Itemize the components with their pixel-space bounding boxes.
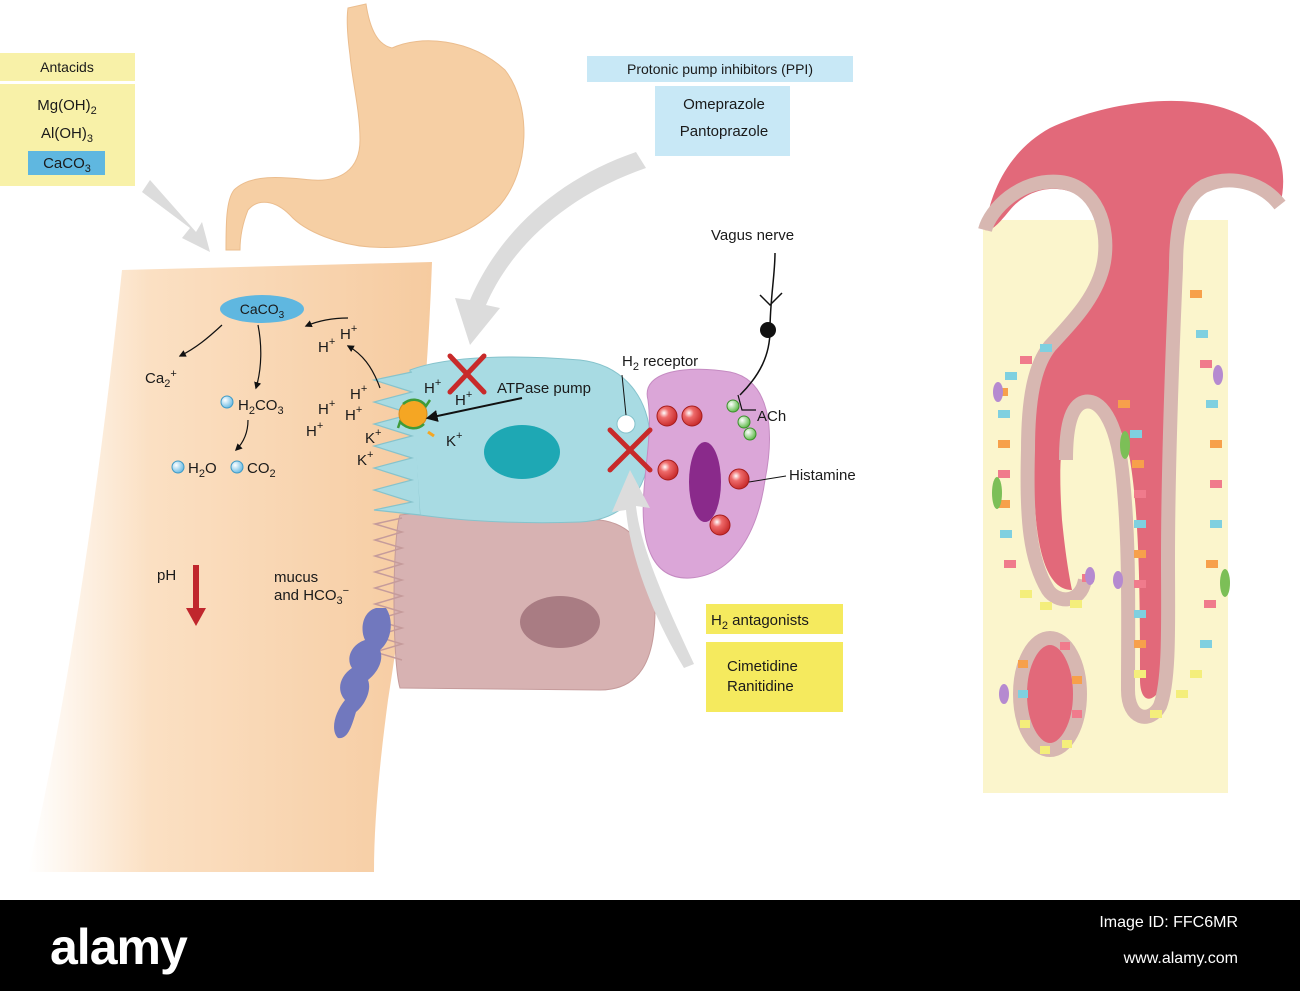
- antacids-header-box: [0, 53, 135, 81]
- vagus-nerve-label: Vagus nerve: [711, 227, 794, 244]
- gastric-lumen-panel: [28, 262, 432, 872]
- mucus-label: mucus: [274, 569, 318, 586]
- ranitidine-label: Ranitidine: [727, 678, 794, 695]
- hco3-label: and HCO3−: [274, 585, 349, 607]
- arrow-caco3-to-ca2: [178, 324, 223, 357]
- caco3-antacid-label: CaCO3: [43, 155, 91, 175]
- arrow-h2co3-to-products: [234, 419, 249, 452]
- ppi-inhibition-arrow: [455, 152, 646, 345]
- histamine-granule: [728, 468, 750, 490]
- h-plus-ion: H+: [350, 383, 367, 403]
- h2o-label: H2O: [188, 460, 217, 480]
- co2-label: CO2: [247, 460, 276, 480]
- histamine-granule: [657, 459, 679, 481]
- gland-cells: [992, 290, 1230, 754]
- h2-receptor-site: [616, 414, 636, 434]
- stomach-illustration: [225, 3, 525, 251]
- stock-watermark-footer: alamy Image ID: FFC6MR www.alamy.com: [0, 900, 1300, 991]
- ach-vesicles: [726, 399, 757, 441]
- h-plus-ion: H+: [306, 420, 323, 440]
- h2o-molecule: [171, 460, 185, 474]
- ppi-list-box: [655, 86, 790, 156]
- gastric-gland-crosssection: [1013, 631, 1087, 757]
- cimetidine-label: Cimetidine: [727, 658, 798, 675]
- histamine-granule: [656, 405, 678, 427]
- h-plus-ion: H+: [340, 323, 357, 343]
- atpase-pump-label: ATPase pump: [497, 380, 591, 397]
- gastric-gland-lumen: [985, 100, 1284, 699]
- vagus-nerve-terminal: [760, 322, 776, 338]
- parietal-cell-nucleus: [484, 425, 560, 479]
- ach-vesicle: [743, 427, 757, 441]
- vagus-nerve-branch: [759, 292, 783, 307]
- antacid-arrow: [142, 180, 210, 252]
- arrow-hplus-up2: [304, 317, 349, 328]
- ppi-header-box: [587, 56, 853, 82]
- aloh3-label: Al(OH)3: [41, 125, 93, 145]
- h2-block-cross: [607, 427, 653, 473]
- h2-antagonists-header-box: [706, 604, 843, 634]
- mucus-secreting-cell: [334, 608, 391, 739]
- mast-cell-nucleus: [689, 442, 721, 522]
- caco3-lumen-label: CaCO3: [240, 301, 285, 321]
- histamine-pointer: [748, 475, 787, 483]
- caco3-ellipse: [220, 295, 304, 323]
- mgoh2-label: Mg(OH)2: [37, 97, 96, 117]
- arrow-caco3-to-h2co3: [254, 324, 262, 390]
- ppi-block-cross: [447, 353, 487, 395]
- h2-antagonists-title: H2 antagonists: [711, 612, 809, 632]
- ph-label: pH: [157, 567, 176, 584]
- chief-cell-nucleus: [520, 596, 600, 648]
- pantoprazole-label: Pantoprazole: [680, 123, 768, 140]
- ach-label: ACh: [757, 408, 786, 425]
- histamine-label: Histamine: [789, 467, 856, 484]
- histamine-granules: [656, 405, 750, 536]
- arrow-hplus-up: [346, 345, 381, 389]
- k-plus-ion: K+: [446, 430, 462, 450]
- ach-vesicle: [737, 415, 751, 429]
- gastric-pit-epithelium-right: [1059, 173, 1286, 724]
- histamine-granule: [681, 405, 703, 427]
- h2co3-label: H2CO3: [238, 397, 284, 417]
- ach-vesicle: [726, 399, 740, 413]
- ca2-label: Ca2+: [145, 368, 177, 390]
- watermark-image-id: Image ID: FFC6MR: [1099, 914, 1238, 931]
- h-plus-ion: H+: [424, 377, 441, 397]
- ppi-title: Protonic pump inhibitors (PPI): [627, 61, 813, 77]
- k-plus-ion: K+: [357, 449, 373, 469]
- h2-receptor-line: [621, 374, 627, 416]
- h2-antagonists-list-box: [706, 642, 843, 712]
- h2co3-molecule: [220, 395, 234, 409]
- k-plus-ion: K+: [365, 427, 381, 447]
- co2-molecule: [230, 460, 244, 474]
- omeprazole-label: Omeprazole: [683, 96, 765, 113]
- antacids-title: Antacids: [40, 59, 94, 75]
- ph-decrease-arrow: [186, 565, 206, 626]
- atpase-pump: [396, 398, 435, 438]
- ach-pointer: [737, 394, 756, 411]
- h2-antagonist-arrow: [612, 470, 694, 668]
- watermark-site: www.alamy.com: [1123, 950, 1238, 967]
- watermark-brand: alamy: [50, 919, 188, 975]
- h-plus-ion: H+: [345, 404, 362, 424]
- gastric-acid-diagram: Antacids Mg(OH)2 Al(OH)3 CaCO3 Protonic …: [0, 3, 1286, 872]
- h2-receptor-label: H2 receptor: [622, 353, 698, 373]
- reaction-arrows: [178, 317, 381, 452]
- h-plus-ion: H+: [455, 389, 472, 409]
- caco3-highlight: [28, 151, 105, 175]
- chief-cell: [393, 512, 656, 691]
- atpase-pump-pointer: [425, 397, 523, 422]
- h-plus-ion: H+: [318, 336, 335, 356]
- h-plus-ion: H+: [318, 398, 335, 418]
- histamine-granule: [709, 514, 731, 536]
